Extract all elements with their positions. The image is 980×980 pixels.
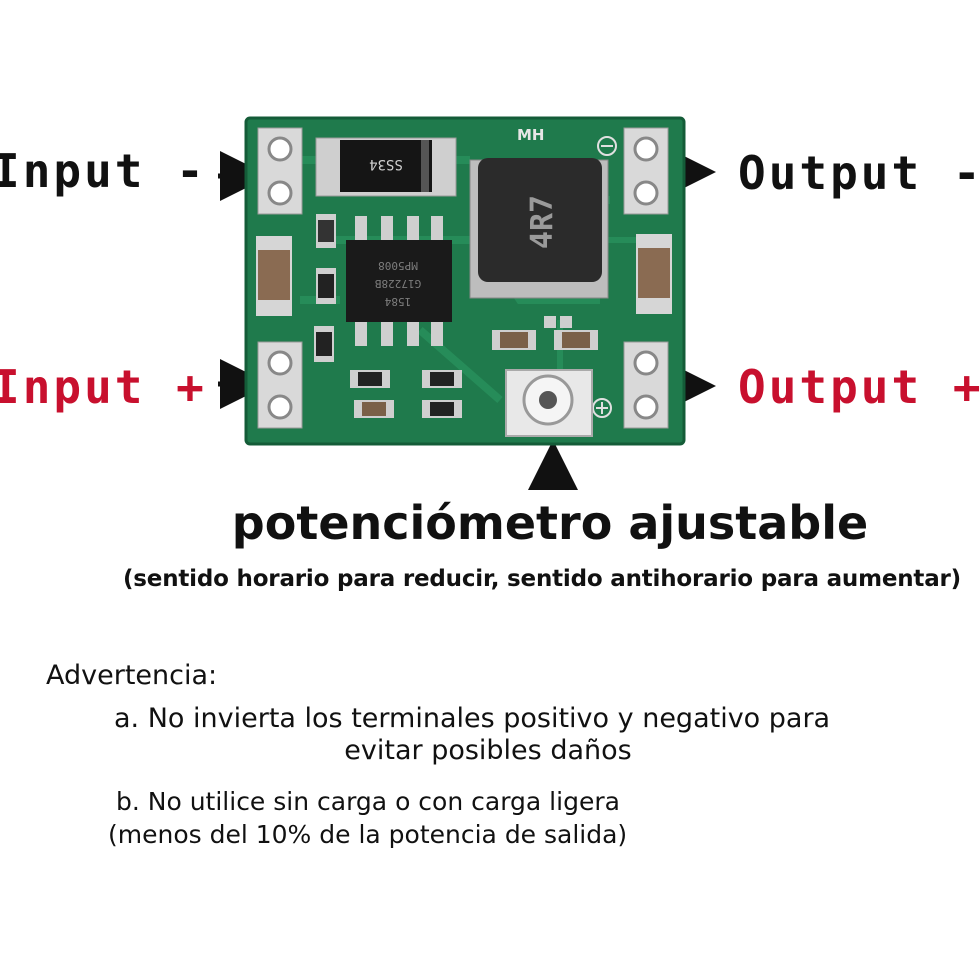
input-positive-label: Input +: [0, 360, 207, 414]
output-negative-label: Output -: [738, 146, 980, 200]
output-negative-pads: [623, 127, 669, 215]
potentiometer-title: potenciómetro ajustable: [231, 496, 869, 550]
warning-item-a-line1: a. No invierta los terminales positivo y…: [114, 703, 831, 734]
pcb-marking: MH: [517, 126, 544, 144]
ic-chip: MP5008 G17228B 1584: [346, 216, 452, 346]
ic-marking-line: MP5008: [378, 259, 418, 272]
warning-item-b-line1: b. No utilice sin carga o con carga lige…: [116, 787, 620, 816]
pcb: [244, 116, 686, 446]
input-negative-pads: [257, 127, 303, 215]
inductor-marking: 4R7: [525, 195, 560, 249]
capacitor-right: [636, 234, 672, 314]
potentiometer-component: [505, 369, 593, 437]
diode-marking: SS34: [369, 156, 403, 172]
buck-converter-board-diagram: MH SS34 4R7 MP5008 G17228B 1584: [218, 116, 716, 490]
diode: SS34: [315, 137, 457, 197]
warning-title: Advertencia:: [46, 660, 218, 691]
inductor: 4R7: [469, 158, 609, 299]
output-positive-pads: [623, 341, 669, 429]
input-negative-label: Input -: [0, 144, 207, 198]
potentiometer-note: (sentido horario para reducir, sentido a…: [123, 566, 961, 592]
warning-item-a-line2: evitar posibles daños: [344, 735, 632, 766]
input-positive-pads: [257, 341, 303, 429]
output-positive-label: Output +: [738, 360, 980, 414]
minus-symbol-icon: [597, 136, 617, 156]
smd-components: [314, 214, 598, 418]
ic-marking-line: 1584: [384, 295, 411, 308]
ic-marking-line: G17228B: [374, 277, 421, 290]
capacitor-left: [256, 236, 292, 316]
warning-item-b-line2: (menos del 10% de la potencia de salida): [108, 820, 628, 849]
